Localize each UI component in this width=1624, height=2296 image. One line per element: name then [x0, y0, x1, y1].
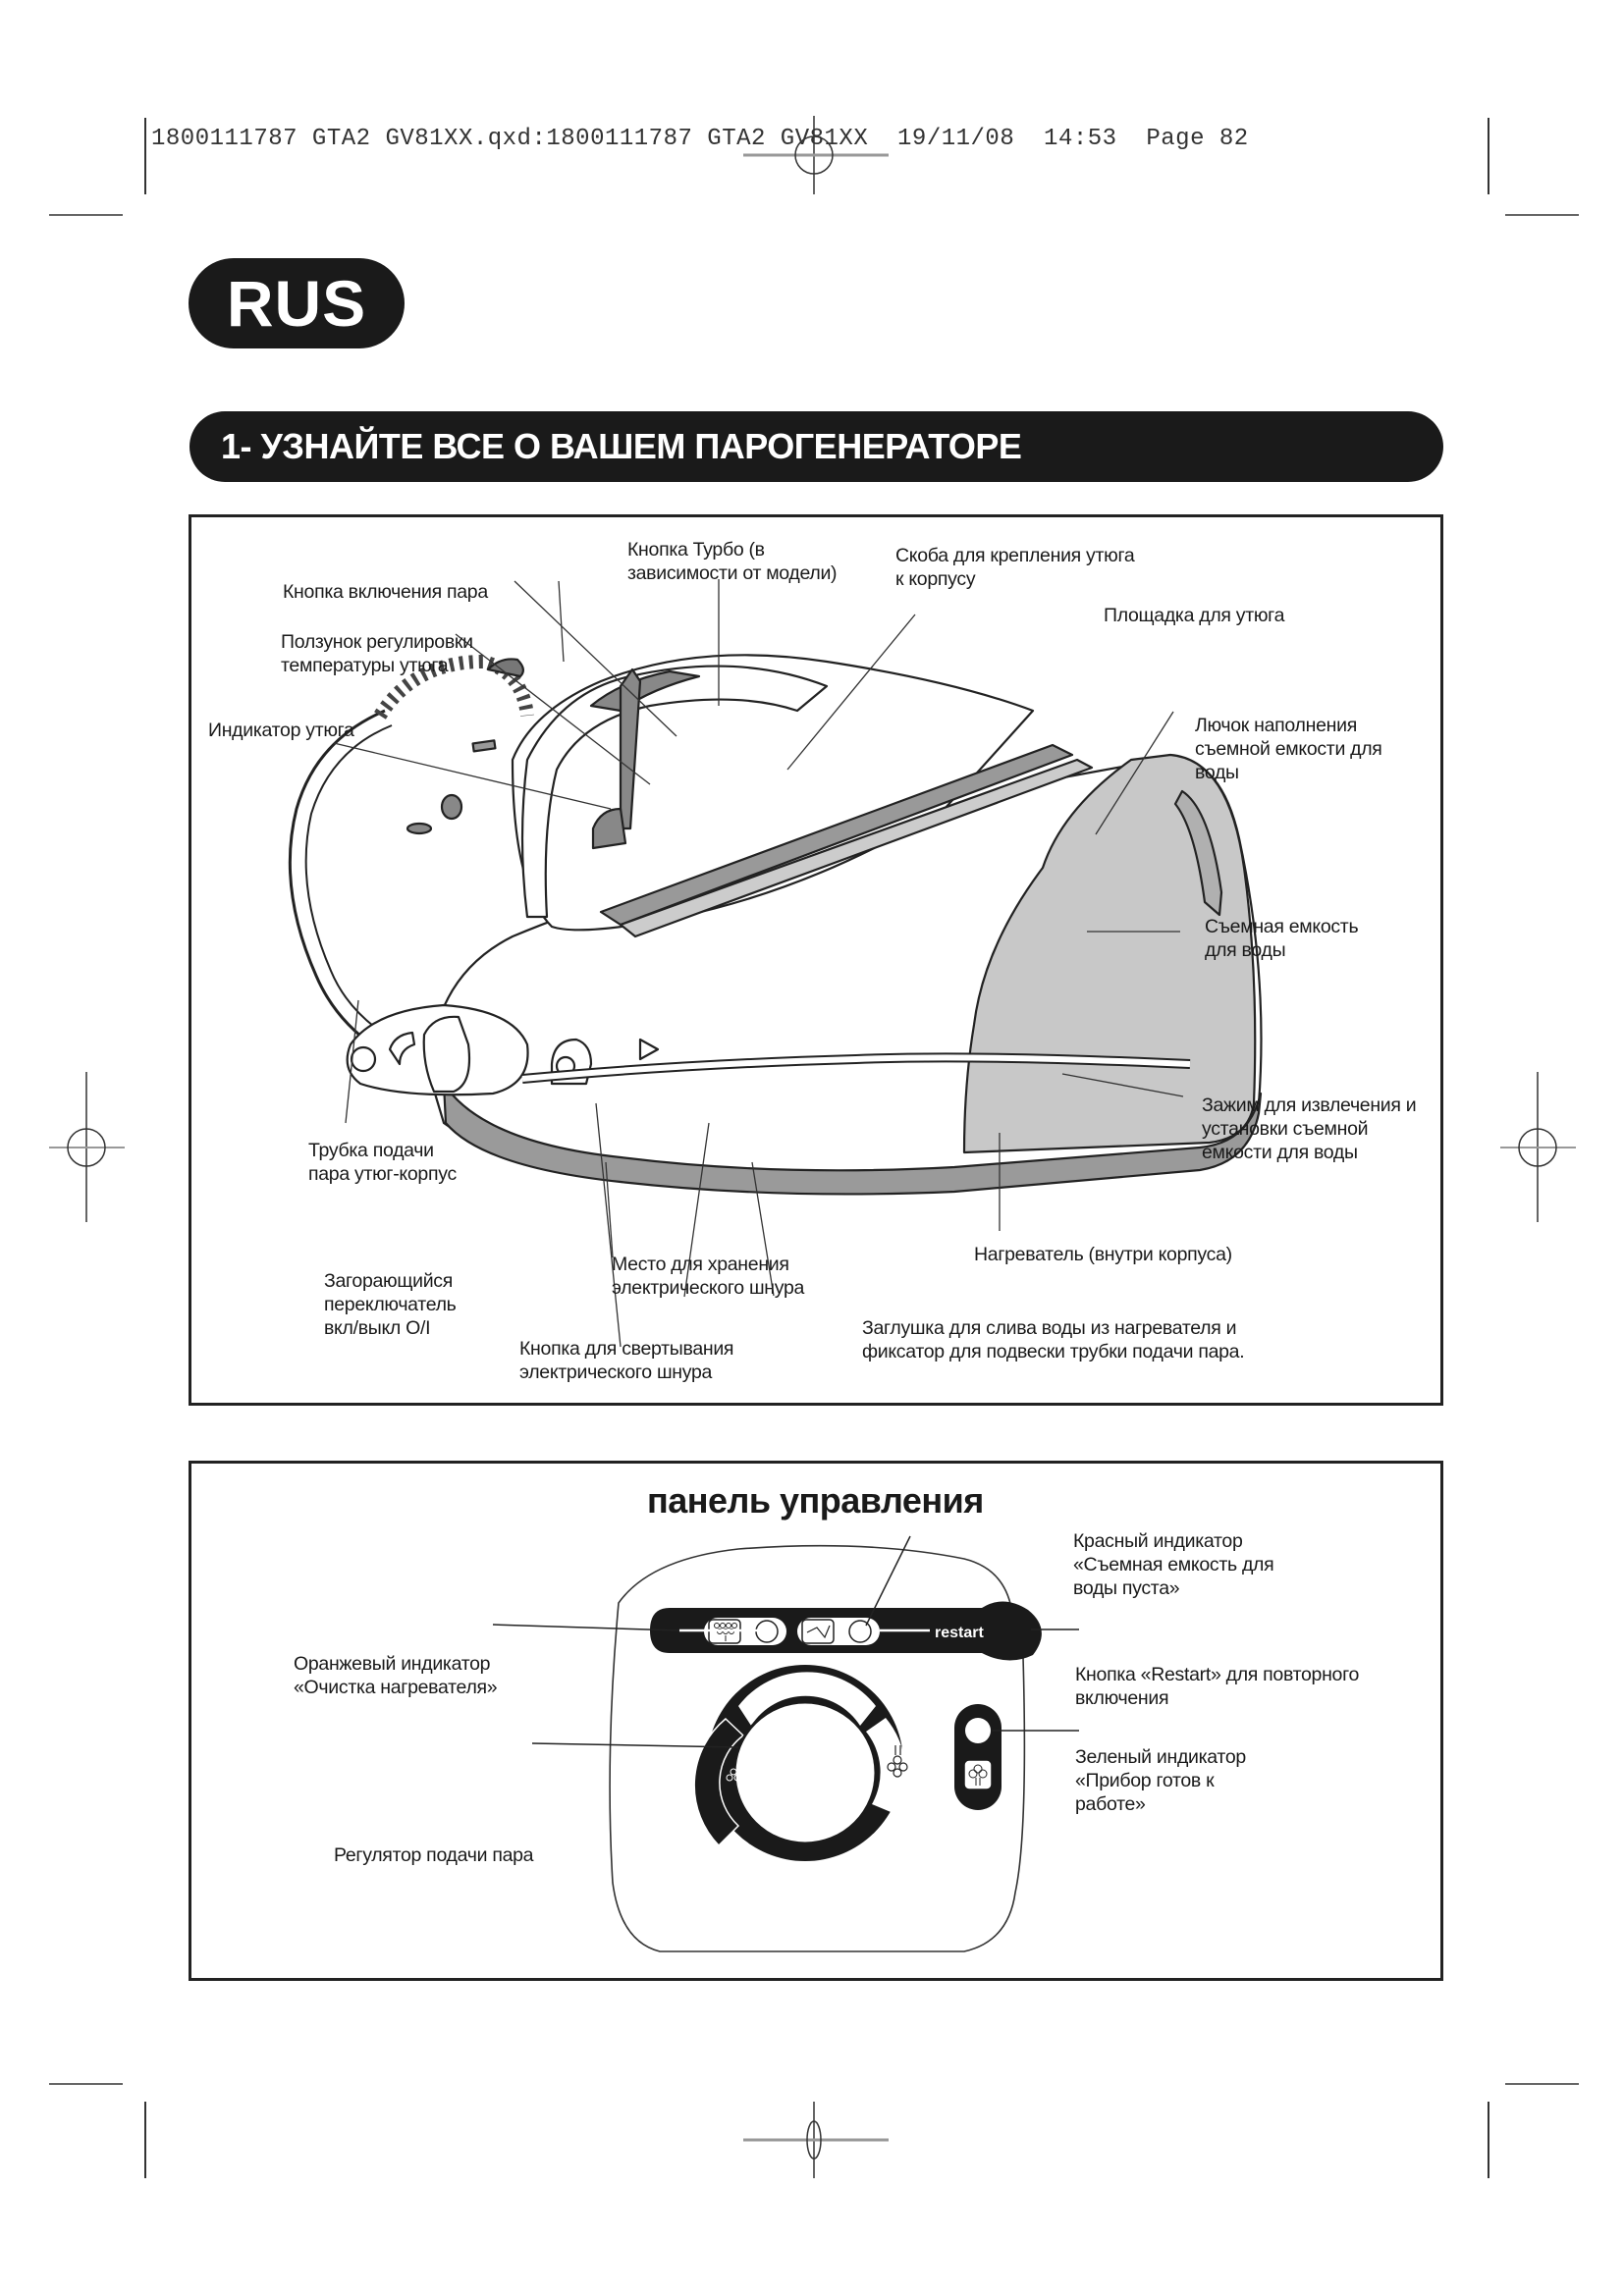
cord-storage-shape	[422, 1015, 471, 1094]
crop-mark	[1488, 2102, 1489, 2178]
crop-mark	[49, 214, 123, 216]
control-panel-frame	[189, 1461, 1443, 1981]
label-iron-indicator: Индикатор утюга	[208, 720, 354, 741]
heater-band	[442, 1082, 1263, 1196]
low-steam-icon	[726, 1768, 741, 1782]
control-panel-title: панель управления	[647, 1480, 984, 1521]
appliance-diagram-frame	[189, 514, 1443, 1406]
label-heater: Нагреватель (внутри корпуса)	[974, 1244, 1232, 1265]
dial-min-sector	[738, 1672, 876, 1726]
fill-hatch-shape	[1173, 789, 1223, 917]
water-tank-shape	[962, 753, 1257, 1154]
label-fill-hatch: Лючок наполнения съемной емкости для вод…	[1195, 715, 1382, 783]
steam-hose-shape	[288, 709, 430, 1076]
crop-mark	[144, 118, 146, 194]
label-restart-button: Кнопка «Restart» для повторного включени…	[1075, 1664, 1360, 1709]
crop-mark	[1505, 214, 1579, 216]
language-badge: RUS	[189, 258, 405, 348]
label-green-indicator: Зеленый индикатор «Прибор готов к работе…	[1075, 1746, 1246, 1815]
empty-tank-icon	[801, 1619, 835, 1644]
registration-mark-top	[743, 116, 889, 194]
red-indicator-light	[848, 1620, 872, 1643]
label-iron-platform: Площадка для утюга	[1104, 605, 1285, 626]
steam-button-shape	[471, 739, 497, 753]
label-steam-button: Кнопка включения пара	[283, 581, 488, 603]
restart-label[interactable]: restart	[935, 1625, 984, 1641]
iron-bracket-shape	[619, 667, 642, 830]
label-cord-storage: Место для хранения электрического шнура	[612, 1254, 805, 1299]
green-indicator-light	[965, 1718, 991, 1743]
section-title: 1- УЗНАЙТЕ ВСЕ О ВАШЕМ ПАРОГЕНЕРАТОРЕ	[189, 411, 1443, 482]
dial-high-sector	[866, 1718, 906, 1814]
label-iron-bracket: Скоба для крепления утюга к корпусу	[895, 545, 1135, 590]
label-tank-clip: Зажим для извлечения и установки съемной…	[1202, 1095, 1417, 1163]
leader-lines	[333, 579, 1184, 1348]
label-power-switch: Загорающийся переключатель вкл/выкл O/I	[324, 1270, 457, 1339]
label-turbo-button: Кнопка Турбо (в зависимости от модели)	[627, 539, 838, 584]
steam-generator-illustration	[288, 579, 1263, 1348]
panel-leader-lines	[492, 1535, 1079, 1748]
label-steam-regulator: Регулятор подачи пара	[334, 1844, 534, 1866]
dial-low-sector	[693, 1717, 745, 1847]
crop-mark	[144, 2102, 146, 2178]
hose-coil	[374, 655, 534, 720]
crop-mark	[1488, 118, 1489, 194]
label-steam-hose: Трубка подачи пара утюг-корпус	[308, 1140, 457, 1185]
temp-slider-knob	[440, 793, 463, 821]
cord-rewind-shape	[388, 1031, 416, 1066]
iron-indicator-shape	[406, 822, 433, 835]
label-temp-slider: Ползунок регулировки температуры утюга	[281, 631, 473, 676]
crop-mark	[1505, 2083, 1579, 2085]
control-panel-illustration: restart	[492, 1535, 1079, 1952]
label-orange-indicator: Оранжевый индикатор «Очистка нагревателя…	[294, 1653, 498, 1698]
registration-mark-bottom	[743, 2102, 889, 2178]
iron-platform-rails	[599, 743, 1074, 927]
label-drain-plug: Заглушка для слива воды из нагревателя и…	[862, 1317, 1245, 1362]
steam-ready-icon	[963, 1759, 993, 1790]
label-cord-rewind: Кнопка для свертывания электрического шн…	[519, 1338, 734, 1383]
registration-mark-right	[1500, 1072, 1576, 1222]
label-red-indicator: Красный индикатор «Съемная емкость для в…	[1073, 1530, 1274, 1599]
power-switch-shape	[350, 1045, 377, 1073]
steam-dial-knob	[732, 1700, 878, 1845]
tank-symbol-icon	[806, 1625, 831, 1639]
high-steam-icon	[887, 1745, 908, 1778]
steam-cloud-icon	[968, 1764, 988, 1786]
tank-clip-triangle	[638, 1038, 660, 1061]
registration-mark-left	[49, 1072, 125, 1222]
crop-mark	[49, 2083, 123, 2085]
label-water-tank: Съемная емкость для воды	[1205, 916, 1359, 961]
